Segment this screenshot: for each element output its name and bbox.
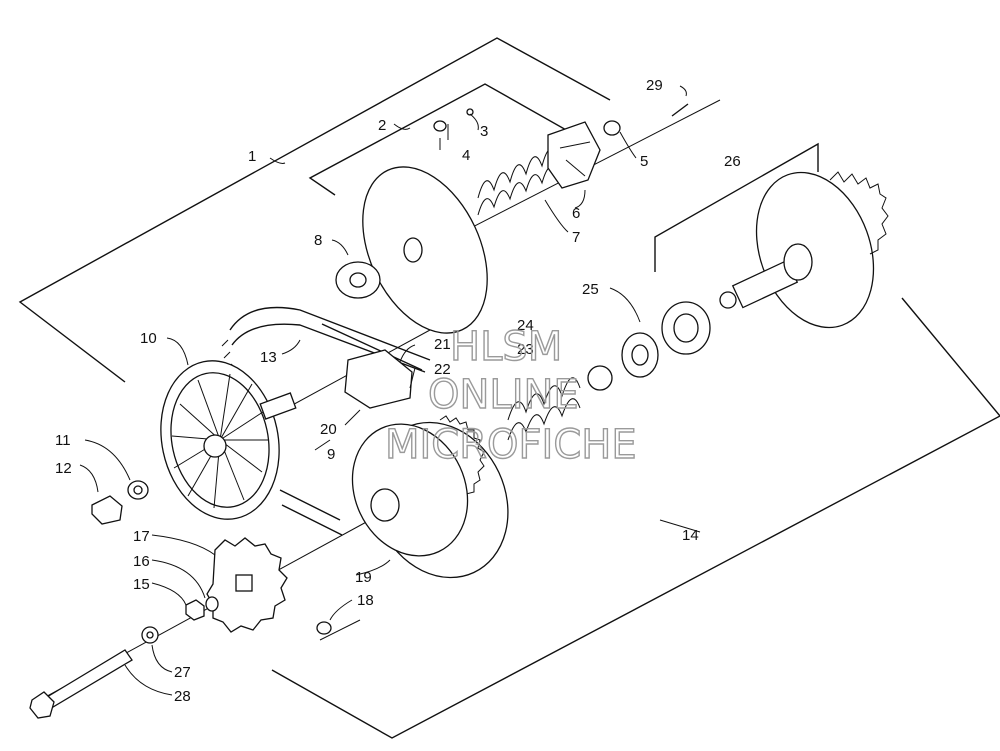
callout-21: 21: [434, 336, 451, 353]
callout-8: 8: [314, 232, 322, 249]
callout-13: 13: [260, 349, 277, 366]
callout-6: 6: [572, 205, 580, 222]
callout-28: 28: [174, 688, 191, 705]
assembly-brackets: [18, 37, 1000, 739]
bearings: [587, 301, 711, 391]
callout-4: 4: [462, 147, 470, 164]
spider-6: [547, 121, 601, 189]
callout-labels: 1 2 3 4 5 6 7 8 9 10 11 12 13 14 15 16 1…: [55, 77, 741, 705]
callout-18: 18: [357, 592, 374, 609]
spring-7: [477, 148, 559, 216]
callout-27: 27: [174, 664, 191, 681]
fixed-sheave: [362, 166, 488, 334]
callout-2: 2: [378, 117, 386, 134]
drive-clutch-10: [160, 360, 297, 520]
callout-25: 25: [582, 281, 599, 298]
callout-29: 29: [646, 77, 663, 94]
callout-3: 3: [480, 123, 488, 140]
small-hardware: [29, 596, 332, 719]
callout-16: 16: [133, 553, 150, 570]
callout-9: 9: [327, 446, 335, 463]
watermark-line-2: ONLINE: [428, 372, 579, 418]
callout-17: 17: [133, 528, 150, 545]
callout-15: 15: [133, 576, 150, 593]
washer-11-nut-12: [91, 480, 149, 525]
driven-pulley-26: [719, 171, 889, 329]
callout-26: 26: [724, 153, 741, 170]
callout-10: 10: [140, 330, 157, 347]
callout-22: 22: [434, 361, 451, 378]
watermark: HLSM ONLINE MICROFICHE: [384, 323, 637, 468]
spider-17: [206, 537, 288, 633]
watermark-line-1: HLSM: [450, 324, 562, 370]
washer-8: [335, 261, 381, 299]
callout-19: 19: [355, 569, 372, 586]
callout-20: 20: [320, 421, 337, 438]
callout-23: 23: [517, 341, 534, 358]
callout-14: 14: [682, 527, 699, 544]
callout-5: 5: [640, 153, 648, 170]
callout-7: 7: [572, 229, 580, 246]
small-parts: [433, 103, 689, 136]
callout-12: 12: [55, 460, 72, 477]
callout-1: 1: [248, 148, 256, 165]
callout-24: 24: [517, 317, 534, 334]
watermark-line-3: MICROFICHE: [385, 422, 637, 468]
callout-11: 11: [55, 432, 71, 449]
driven-spring: [507, 377, 581, 441]
leader-lines: [79, 85, 701, 696]
drive-belt-13: [221, 306, 431, 536]
driven-clutch-19: [344, 349, 509, 579]
